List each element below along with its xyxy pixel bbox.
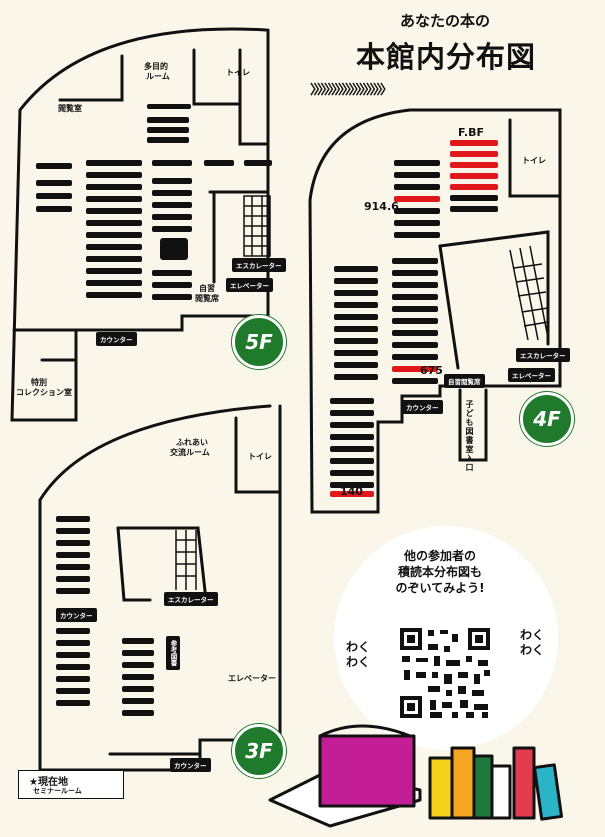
floor4-escalator-tag: エスカレーター [516,348,570,362]
invite-text: 他の参加者の 積読本分布図も のぞいてみよう! [370,548,510,596]
floor4-counter-tag: カウンター [402,400,443,414]
floor3-badge: 3F [232,724,286,778]
floor3-counter-mid-tag: カウンター [56,608,97,622]
call-number-675: 675 [420,364,443,377]
floor4-elevator-tag: エレベーター [508,368,555,382]
floor4-toilet-label: トイレ [522,156,546,165]
page-title: 本館内分布図 [355,40,536,74]
seminar-room-label: セミナールーム [33,787,82,795]
floor3-counter-bottom-tag: カウンター [170,758,211,772]
page-subtitle: あなたの本の [399,12,490,30]
qr-code-icon [398,626,492,720]
floor4-escalator [509,245,549,341]
call-number-140: 140 [340,485,363,498]
self-study-label-1: 自習 [199,284,215,293]
floor3-elevator-label: エレベーター [228,674,276,683]
reference-books-tag: 参考図書 [166,636,180,670]
reading-room-label: 閲覧室 [58,104,82,113]
waku-right: わく わく [520,628,545,657]
floor4-shelves [330,140,498,497]
invite-line-1: 他の参加者の [403,549,476,563]
call-number-914: 914.6 [364,200,399,213]
floor5-shelves [36,104,272,300]
floor3-escalator-tag: エスカレーター [164,592,218,606]
invite-line-2: 積読本分布図も [397,565,482,579]
multipurpose-room-label-1: 多目的 [144,62,168,71]
special-collection-label-1: 特別 [31,378,47,387]
floor3-toilet-label: トイレ [248,452,272,461]
invite-line-3: のぞいてみよう! [395,581,485,595]
fureai-room-label-1: ふれあい [176,438,208,447]
floor4-badge: 4F [520,392,574,446]
floor5-escalator-tag: エスカレーター [232,258,286,272]
current-location-label: ★現在地 [29,777,68,788]
special-collection-label-2: コレクション室 [16,388,72,397]
multipurpose-room-label-2: ルーム [146,72,170,81]
children-room-label: 子ども図書室入口 [465,400,474,472]
floor5-counter-tag: カウンター [96,332,137,346]
fbf-call-number: F.BF [458,126,484,139]
floor4-self-study-tag: 自習閲覧席 [444,374,485,388]
floor5-escalator [243,195,271,257]
floor5-badge: 5F [232,315,286,369]
floor3-escalator [175,530,197,590]
floor5-elevator-tag: エレベーター [226,278,273,292]
floor5-toilet-label: トイレ [226,68,250,77]
waku-left: わく わく [346,640,371,669]
books-illustration [268,724,564,828]
self-study-label-2: 閲覧席 [195,294,219,303]
decorative-arrows: 〉〉〉〉〉〉〉〉〉〉〉〉〉〉〉〉〉〉〉〉〉 [310,83,393,98]
fureai-room-label-2: 交流ルーム [170,448,210,457]
current-location-box: ★現在地 セミナールーム [18,770,124,799]
